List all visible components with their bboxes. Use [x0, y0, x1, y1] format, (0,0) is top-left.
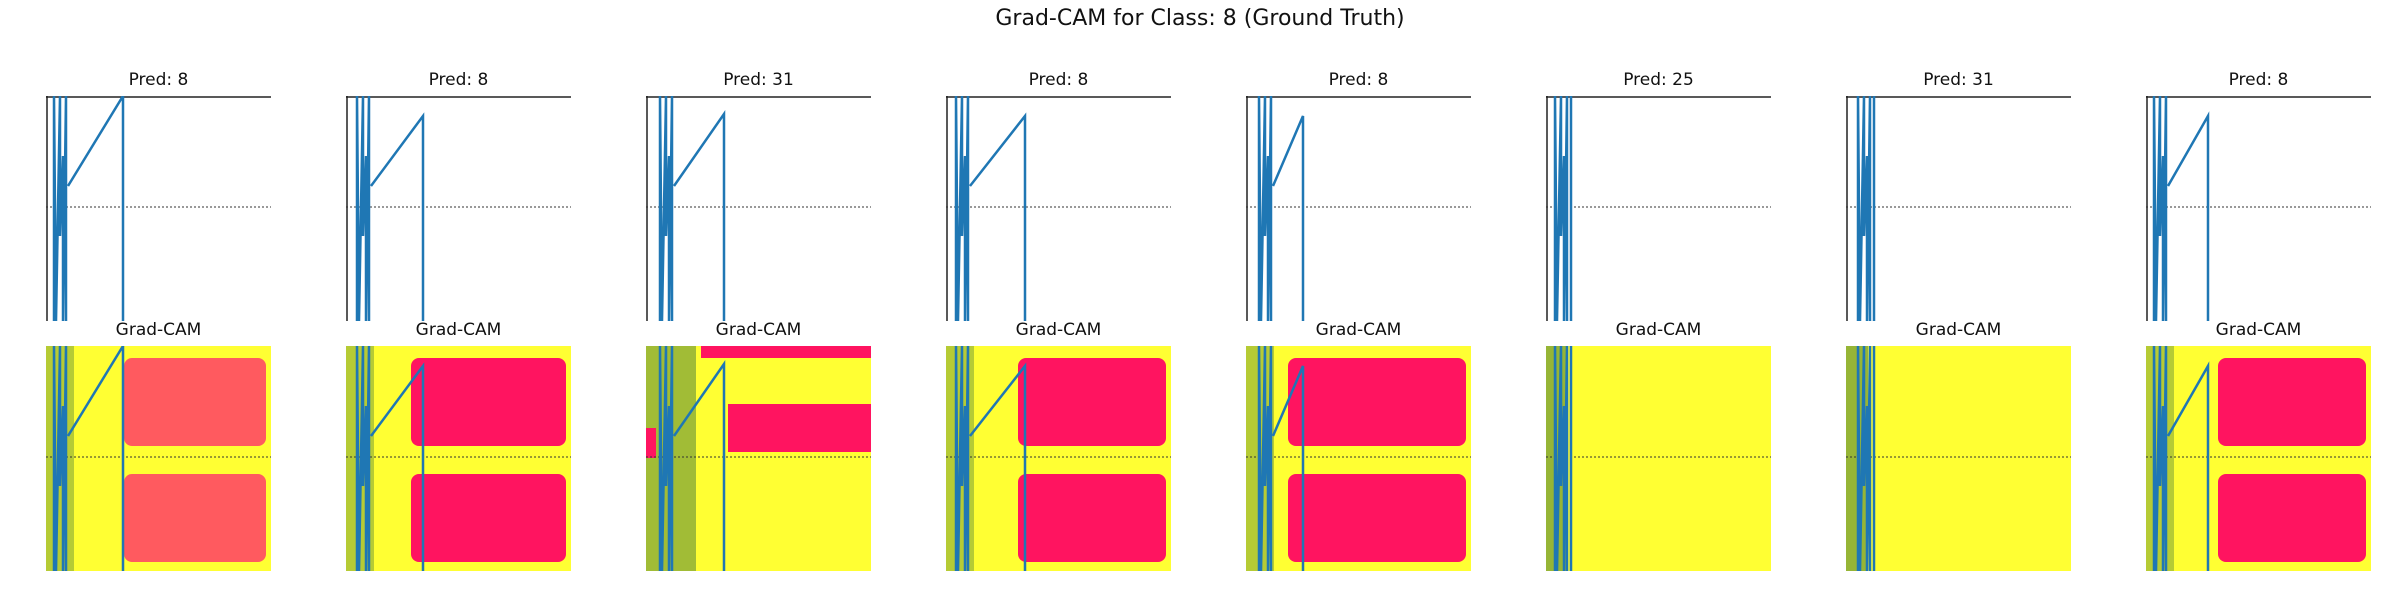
- signal-overlay-line: [658, 346, 726, 571]
- signal-overlay-line: [954, 346, 1027, 571]
- subplot-1: Pred: 8 Grad-CAM: [46, 0, 271, 600]
- subplot-7: Pred: 31 Grad-CAM: [1846, 0, 2071, 600]
- signal-line: [1257, 96, 1305, 321]
- heatmap-upper-region: [1288, 358, 1466, 446]
- signal-svg: [1846, 96, 2071, 321]
- subplot-2: Pred: 8 Grad-CAM: [346, 0, 571, 600]
- heatmap-middle-band: [728, 404, 871, 452]
- signal-line: [954, 96, 1027, 321]
- gradcam-svg: [646, 346, 871, 571]
- gradcam-panel: [1246, 346, 1471, 571]
- heatmap-lower-region: [1018, 474, 1166, 562]
- signal-panel: [1246, 96, 1471, 321]
- prediction-title: Pred: 25: [1623, 70, 1694, 90]
- gradcam-svg: [346, 346, 571, 571]
- signal-panel: [2146, 96, 2371, 321]
- signal-panel: [1546, 96, 1771, 321]
- signal-overlay-line: [355, 346, 425, 571]
- signal-overlay-line: [52, 346, 125, 571]
- gradcam-title: Grad-CAM: [2215, 320, 2302, 340]
- signal-overlay-line: [1257, 346, 1305, 571]
- subplot-6: Pred: 25 Grad-CAM: [1546, 0, 1771, 600]
- gradcam-panel: [2146, 346, 2371, 571]
- signal-line: [355, 96, 425, 321]
- subplot-4: Pred: 8 Grad-CAM: [946, 0, 1171, 600]
- gradcam-title: Grad-CAM: [1315, 320, 1402, 340]
- signal-panel: [946, 96, 1171, 321]
- prediction-title: Pred: 8: [428, 70, 489, 90]
- signal-svg: [1546, 96, 1771, 321]
- gradcam-panel: [346, 346, 571, 571]
- gradcam-panel: [1846, 346, 2071, 571]
- signal-line: [52, 96, 125, 321]
- signal-line: [1856, 96, 1876, 321]
- signal-overlay-line: [2152, 346, 2210, 571]
- signal-svg: [1246, 96, 1471, 321]
- gradcam-title: Grad-CAM: [415, 320, 502, 340]
- signal-line: [658, 96, 726, 321]
- gradcam-panel: [46, 346, 271, 571]
- gradcam-title: Grad-CAM: [1615, 320, 1702, 340]
- signal-svg: [2146, 96, 2371, 321]
- prediction-title: Pred: 8: [1028, 70, 1089, 90]
- heatmap-upper-region: [1018, 358, 1166, 446]
- signal-svg: [346, 96, 571, 321]
- figure-title: Grad-CAM for Class: 8 (Ground Truth): [995, 6, 1405, 31]
- gradcam-title: Grad-CAM: [115, 320, 202, 340]
- heatmap-upper-region: [411, 358, 566, 446]
- signal-overlay-line: [1553, 346, 1573, 571]
- gradcam-svg: [946, 346, 1171, 571]
- heatmap-background: [646, 346, 871, 571]
- signal-svg: [46, 96, 271, 321]
- prediction-title: Pred: 31: [1923, 70, 1994, 90]
- heatmap-background: [1546, 346, 1771, 571]
- signal-panel: [1846, 96, 2071, 321]
- subplot-5: Pred: 8 Grad-CAM: [1246, 0, 1471, 600]
- heatmap-lower-region: [2218, 474, 2366, 562]
- prediction-title: Pred: 8: [1328, 70, 1389, 90]
- signal-line: [1553, 96, 1573, 321]
- prediction-title: Pred: 31: [723, 70, 794, 90]
- heatmap-spot: [646, 428, 656, 458]
- signal-svg: [946, 96, 1171, 321]
- gradcam-panel: [946, 346, 1171, 571]
- gradcam-svg: [1546, 346, 1771, 571]
- prediction-title: Pred: 8: [2228, 70, 2289, 90]
- gradcam-title: Grad-CAM: [1915, 320, 2002, 340]
- gradcam-svg: [2146, 346, 2371, 571]
- signal-panel: [46, 96, 271, 321]
- heatmap-top-band: [701, 346, 871, 358]
- gradcam-svg: [1846, 346, 2071, 571]
- signal-overlay-line: [1856, 346, 1876, 571]
- subplot-3: Pred: 31 Grad-CAM: [646, 0, 871, 600]
- gradcam-svg: [46, 346, 271, 571]
- signal-line: [2152, 96, 2210, 321]
- heatmap-upper-region: [124, 358, 266, 446]
- heatmap-lower-region: [1288, 474, 1466, 562]
- signal-panel: [346, 96, 571, 321]
- gradcam-panel: [1546, 346, 1771, 571]
- gradcam-panel: [646, 346, 871, 571]
- heatmap-lower-region: [124, 474, 266, 562]
- heatmap-lower-region: [411, 474, 566, 562]
- gradcam-svg: [1246, 346, 1471, 571]
- prediction-title: Pred: 8: [128, 70, 189, 90]
- signal-svg: [646, 96, 871, 321]
- gradcam-title: Grad-CAM: [715, 320, 802, 340]
- gradcam-title: Grad-CAM: [1015, 320, 1102, 340]
- heatmap-upper-region: [2218, 358, 2366, 446]
- heatmap-background: [1846, 346, 2071, 571]
- signal-panel: [646, 96, 871, 321]
- subplot-8: Pred: 8 Grad-CAM: [2146, 0, 2371, 600]
